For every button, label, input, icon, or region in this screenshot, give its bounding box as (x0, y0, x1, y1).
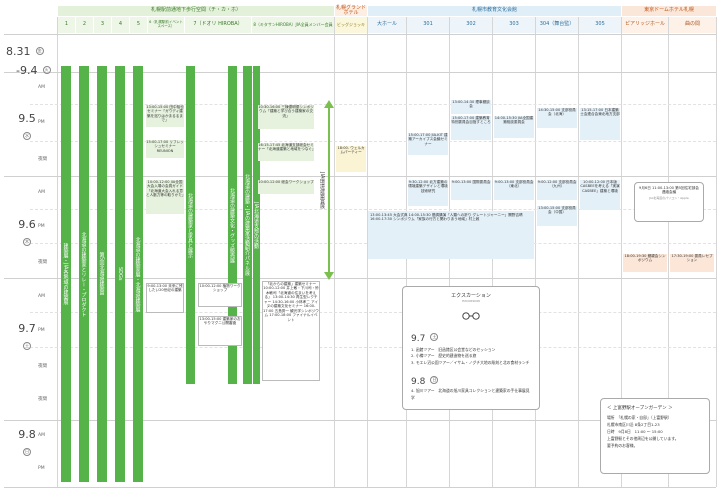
event-card: 18:00- ウェルカムパーティー (336, 146, 366, 172)
event-card: 13:00-15:00 田中裕也セミナー「ガウディ建築を巡りはかまるるまで」 (146, 105, 184, 127)
slot-pm: PM (38, 328, 45, 333)
event-card: 10:30-16:00 三棟優明優シンポジウム「建築と学び合う建築家の交流」 (258, 105, 314, 129)
col-header-1: 1 (58, 17, 75, 33)
col-header-4: 4 (112, 17, 129, 33)
slot-night: 夜間 (38, 397, 47, 402)
open-garden-panel: ＜ 上富野駅オープンガーデン ＞ 場所 「札幌の家・自邸」（上富野駅） 札幌市南… (600, 398, 710, 474)
col-header-piano: ピアリッジホール (622, 17, 668, 33)
col-header-big: ビッグジョッキ (335, 17, 367, 33)
event-card: 10:00-12:00 植物ワークショップ (198, 283, 242, 307)
exhibit-bar: 北海道の建築家展・北海道建築展 (133, 66, 143, 482)
col-header-304: 304（舞台監） (536, 17, 578, 33)
open-garden-line: 札幌市南区川沿 8条2丁目1-23 (607, 421, 660, 427)
event-card: 9:00-13:00 支部役員会（東北） (494, 180, 534, 200)
event-card: 15:00-17:00 リフレッシュセミナー REUNION (146, 140, 184, 158)
exhibit-bar: 北海道の建築文化・グッズ販売展 (228, 66, 237, 384)
event-card: 13:00-15:00 建築家のおやりマグニ公開審査 (198, 316, 242, 346)
group-header-kyouiku: 札幌市教育文化会館 (368, 6, 621, 16)
col-header-301: 301 (407, 17, 449, 33)
exhibit-bar: 北海道の建築・JIAの建築家活動紹介パネル展 (243, 66, 252, 384)
col-header-305: 305 (579, 17, 621, 33)
slot-pm: PM (38, 466, 45, 471)
event-card: 13:15-17:00 日本建築士会連合会東北地方支部 (580, 108, 620, 140)
open-garden-line: 場所 「札幌の家・自邸」（上富野駅） (607, 414, 672, 420)
col-header-6: 6（札幌駅前イベントスペース） (148, 17, 184, 33)
event-card: 9:30-12:00 北方建築の環境建築デザインと環境技術研究 (408, 180, 448, 206)
excursion-title: エクスカーション (451, 293, 491, 299)
exhibit-bar: 北海道の建築家とリレー・プロダクト (79, 66, 89, 482)
slot-am: AM (38, 294, 45, 299)
group-header-grand: 札幌グランドホテル (335, 4, 367, 16)
col-header-2: 2 (76, 17, 93, 33)
excursion-item: 3. モエレ沼公園ツアー／イサム・ノグチ大地の彫刻と北の食材ランチ (411, 359, 530, 365)
group-header-ekimae: 札幌駅前通地下歩行空間（チ・カ・ホ） (58, 6, 334, 16)
slot-am: AM (38, 85, 45, 90)
event-card-piano: 9月6日 11:00-13:00 第5回住宅部会連絡会議 JIA北海道のパソコン… (634, 182, 704, 222)
excursion-date-2: 9.8 日 (411, 375, 439, 388)
event-card: 15:00-17:00 JIA-KIT 建築アーカイブス会議セミナー (408, 133, 448, 155)
col-header-hall: 大ホール (368, 17, 406, 33)
slot-night: 夜間 (38, 260, 47, 265)
exhibit-bar: 北海道の建築家と家具と展示 (186, 66, 195, 384)
slot-pm: PM (38, 224, 45, 229)
exhibit-bar: 第5回北海道建築賞 (97, 66, 107, 482)
event-card: 13:00-14:30 理事懇談会 (451, 100, 491, 114)
slot-night: 夜間 (38, 157, 47, 162)
date-0831: 8.31 金 -9.4 火 (6, 45, 51, 77)
exhibit-bar: SDGs (115, 66, 125, 482)
col-header-7: 7（ドオリ HIROBA） (185, 17, 251, 33)
col-header-ebi: 曲の間 (669, 17, 716, 33)
slot-am: AM (38, 433, 45, 438)
open-garden-title: ＜ 上富野駅オープンガーデン ＞ (607, 406, 673, 411)
excursion-date-1: 9.7 土 (411, 332, 439, 344)
excursion-item: 2. 小樽ツアー 歴史的建造物を巡る旅 (411, 353, 477, 359)
group-header-dome: 東京ドームホテル札幌 (622, 6, 716, 16)
exhibit-label: JIA環境建築賞展 (319, 171, 325, 209)
excursion-panel: エクスカーション EXCURSION 9.7 土 1. 函館ツアー 旧函館区公会… (402, 286, 540, 410)
event-card: 9:00-13:00 国際委員会 (451, 180, 491, 200)
col-header-302: 302 (450, 17, 492, 33)
excursion-subtitle: EXCURSION (462, 299, 480, 303)
event-card: 14:00-15:30 JIA全国建築相談委員会 (494, 116, 534, 138)
event-card: 16:15-17:45 北海道支部総会セミナー「北海道建築と地域をつなぐ」 (258, 143, 316, 161)
event-card: 17:30-19:00 委員レセプション (670, 254, 714, 272)
event-card: 15:00-17:00 建築教育特別委員会目指すところ (451, 116, 491, 140)
event-card: 10:00-12:00 総会ワークショップ (258, 180, 314, 194)
slot-night: 夜間 (38, 364, 47, 369)
excursion-item: 4. 旭川ツアー 北海道の旭川家具コレクションと建築家の手仕事展見学 (411, 388, 530, 400)
open-garden-line: 日時 9月8日 11:00 ～ 15:00 (607, 428, 663, 434)
col-header-303: 303 (493, 17, 535, 33)
glasses-icon (411, 305, 531, 324)
col-header-5: 5 (130, 17, 147, 33)
slot-pm: PM (38, 120, 45, 125)
event-card: 14:30-15:00 支部役員会（北海） (537, 108, 577, 128)
exhibit-bar: 建築展・JIA各地域の建築展 (61, 66, 71, 482)
event-card: 9:00-12:00 支部役員会（九州） (537, 180, 577, 200)
event-card: 10:00-12:00 日本版CASBEEを考える「実演CASBEE」建築と環境 (580, 180, 620, 210)
event-card: 18:00-19:30 懇親会シンポジウム (623, 254, 667, 272)
excursion-item: 1. 函館ツアー 旧函館区公会堂などのセッション (411, 347, 496, 352)
exhibit-bar: JIA北海道支部の活動 (253, 66, 260, 384)
col-header-8: 8（キタサンHIROBA）JIA全員メンバー会員 (252, 17, 334, 33)
event-card-schedule: 「北からの建築」建築セミナー 10:00-12:00 井上敏・下川司・鈴木敏司「… (262, 281, 320, 381)
event-card: 13:00-15:00 支部役員会（中国） (537, 206, 577, 226)
period-arrow-icon (324, 100, 334, 280)
slot-am: AM (38, 190, 45, 195)
event-card: 9:00-13:00 未来に残したい20世紀の建築 (146, 283, 184, 313)
open-garden-line: 上富野駅とその他周辺を公開しています。 (607, 436, 679, 442)
open-garden-line: 要予約のお客様。 (607, 443, 638, 449)
event-card: 10:00-12:00 JIA全国大会入場の会員ガイド「北海道大会入れる意と人脈… (146, 180, 186, 214)
event-card-hall: 13:00-13:45 大会式典 14:00-15:30 基調講演「人類への祈り… (368, 211, 534, 259)
col-header-3: 3 (94, 17, 111, 33)
